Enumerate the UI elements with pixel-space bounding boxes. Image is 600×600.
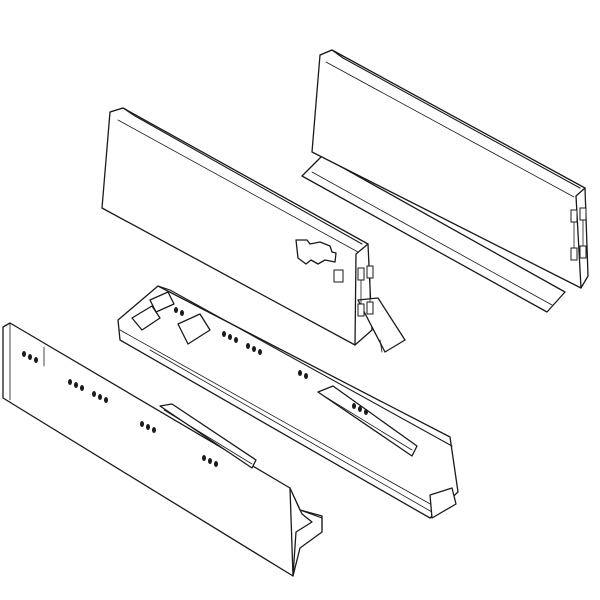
front-panel-end-cap bbox=[354, 243, 373, 346]
outer-rail-holes bbox=[22, 351, 218, 467]
inner-rail-slot bbox=[317, 385, 418, 457]
outer-rail-end-channel bbox=[289, 487, 323, 577]
front-panel-cutout bbox=[295, 239, 337, 265]
rear-side-panel bbox=[301, 49, 589, 313]
outer-cabinet-rail bbox=[2, 322, 323, 577]
inner-rail-locking-clip bbox=[131, 291, 211, 345]
inner-runner-rail bbox=[117, 285, 459, 519]
rear-panel-mounting-pins bbox=[570, 207, 587, 261]
front-side-panel bbox=[101, 107, 406, 353]
inner-rail-holes bbox=[174, 307, 368, 415]
rear-panel-bottom-flange bbox=[301, 155, 566, 313]
inner-rail-end-channel bbox=[429, 487, 457, 519]
front-panel-mounting-pins bbox=[333, 265, 374, 317]
